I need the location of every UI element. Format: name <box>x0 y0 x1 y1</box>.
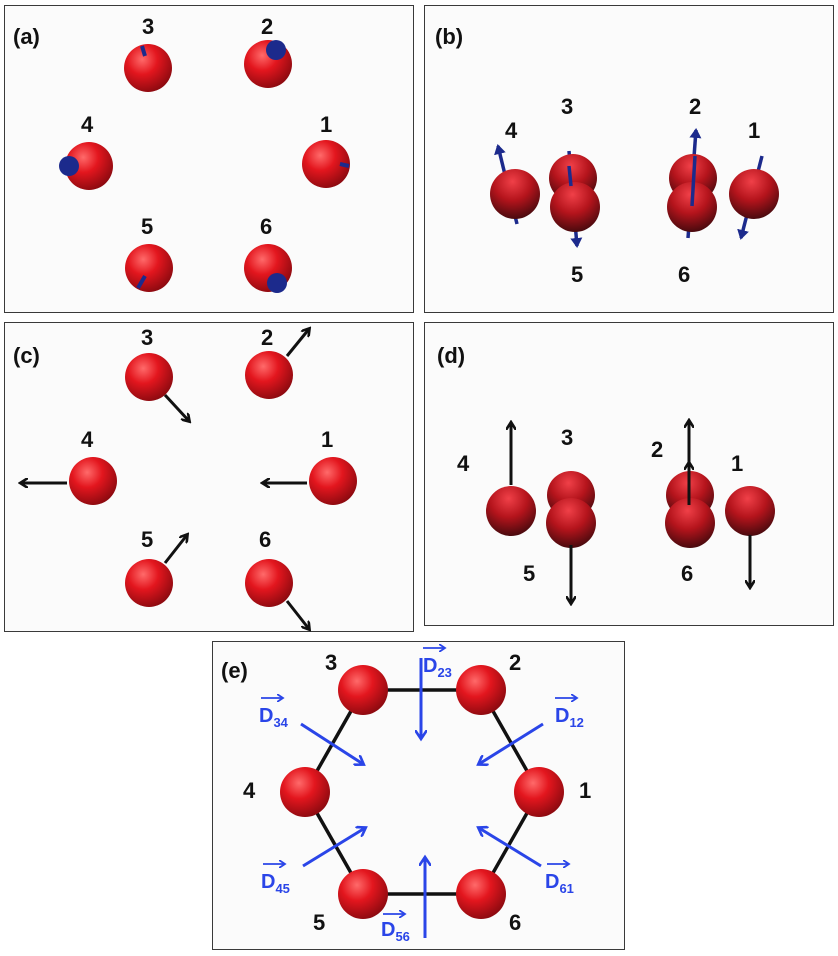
svg-text:D34: D34 <box>259 705 289 730</box>
site-3-label: 3 <box>561 425 573 450</box>
site-3-label: 3 <box>561 94 573 119</box>
site-6-label: 6 <box>509 910 521 935</box>
site-4-label: 4 <box>81 112 94 137</box>
panel-e-diagram: (e) 1 2 3 4 5 6 D23 D12 <box>221 642 591 944</box>
site-4 <box>59 142 113 190</box>
site-4 <box>486 486 536 536</box>
site-4-label: 4 <box>243 778 256 803</box>
site-5-label: 5 <box>141 214 153 239</box>
site-2-label: 2 <box>689 94 701 119</box>
site-1 <box>729 169 779 219</box>
svg-text:D56: D56 <box>381 919 410 944</box>
spin-arrow-3 <box>163 393 189 421</box>
site-1 <box>309 457 357 505</box>
site-4 <box>69 457 117 505</box>
site-5 <box>550 182 600 232</box>
dm-label-45: D45 <box>261 864 290 896</box>
site-2 <box>244 40 292 88</box>
panel-c: (c) 1 2 3 4 5 6 <box>4 322 414 632</box>
site-2 <box>245 351 293 399</box>
panel-a: (a) 1 2 3 4 5 6 <box>4 5 414 313</box>
site-1-label: 1 <box>321 427 333 452</box>
site-6-label: 6 <box>678 262 690 287</box>
site-1-label: 1 <box>731 451 743 476</box>
dm-arrow-12 <box>479 722 544 764</box>
panel-b: (b) 1 2 3 4 5 6 <box>424 5 834 313</box>
svg-text:D23: D23 <box>423 655 452 680</box>
site-6 <box>665 498 715 548</box>
site-5 <box>125 244 173 292</box>
site-6-label: 6 <box>681 561 693 586</box>
site-5-label: 5 <box>313 910 325 935</box>
site-1-label: 1 <box>748 118 760 143</box>
site-4-label: 4 <box>457 451 470 476</box>
site-5 <box>125 559 173 607</box>
dm-label-12: D12 <box>555 698 584 730</box>
site-1-label: 1 <box>320 112 332 137</box>
panel-d-label: (d) <box>437 343 465 368</box>
site-5-label: 5 <box>141 527 153 552</box>
spin-arrow-6 <box>285 600 309 629</box>
dm-label-34: D34 <box>259 698 289 730</box>
site-4 <box>490 169 540 219</box>
site-6-label: 6 <box>260 214 272 239</box>
site-2-label: 2 <box>651 437 663 462</box>
site-4-label: 4 <box>505 118 518 143</box>
dm-arrow-34 <box>300 722 363 764</box>
svg-text:D61: D61 <box>545 871 574 896</box>
dm-label-23: D23 <box>423 648 452 680</box>
dm-label-56: D56 <box>381 914 410 944</box>
spin-arrow-5 <box>163 535 187 564</box>
site-3-label: 3 <box>141 325 153 350</box>
site-3-label: 3 <box>142 14 154 39</box>
site-6 <box>245 559 293 607</box>
panel-a-diagram: (a) 1 2 3 4 5 6 <box>13 14 350 293</box>
site-1 <box>725 486 775 536</box>
panel-d-diagram: (d) 1 2 3 4 5 6 <box>437 343 775 627</box>
site-3-label: 3 <box>325 650 337 675</box>
panel-a-label: (a) <box>13 24 40 49</box>
svg-text:D45: D45 <box>261 871 290 896</box>
site-2-label: 2 <box>261 325 273 350</box>
site-4 <box>280 767 330 817</box>
panel-d: (d) 1 2 3 4 5 6 <box>424 322 834 626</box>
site-3 <box>338 665 388 715</box>
site-2-label: 2 <box>261 14 273 39</box>
dm-label-61: D61 <box>545 864 574 896</box>
panel-c-label: (c) <box>13 343 40 368</box>
panel-c-diagram: (c) 1 2 3 4 5 6 <box>13 325 357 633</box>
site-5-label: 5 <box>571 262 583 287</box>
site-5 <box>338 869 388 919</box>
site-1-label: 1 <box>579 778 591 803</box>
site-1 <box>514 767 564 817</box>
site-5 <box>546 498 596 548</box>
panel-e-label: (e) <box>221 658 248 683</box>
site-6 <box>667 182 717 232</box>
site-1 <box>302 140 350 188</box>
panel-b-diagram: (b) 1 2 3 4 5 6 <box>435 24 779 287</box>
site-6-label: 6 <box>259 527 271 552</box>
spin-arrow-2 <box>285 329 309 357</box>
dm-arrow-61 <box>479 828 542 868</box>
site-5-label: 5 <box>523 561 535 586</box>
site-4-label: 4 <box>81 427 94 452</box>
site-6 <box>244 244 292 293</box>
panel-e: (e) 1 2 3 4 5 6 D23 D12 <box>212 641 625 950</box>
site-2-label: 2 <box>509 650 521 675</box>
site-2 <box>456 665 506 715</box>
svg-text:D12: D12 <box>555 705 584 730</box>
site-3 <box>125 353 173 401</box>
site-6 <box>456 869 506 919</box>
dm-arrow-45 <box>302 828 365 868</box>
panel-b-label: (b) <box>435 24 463 49</box>
site-3 <box>124 44 172 92</box>
